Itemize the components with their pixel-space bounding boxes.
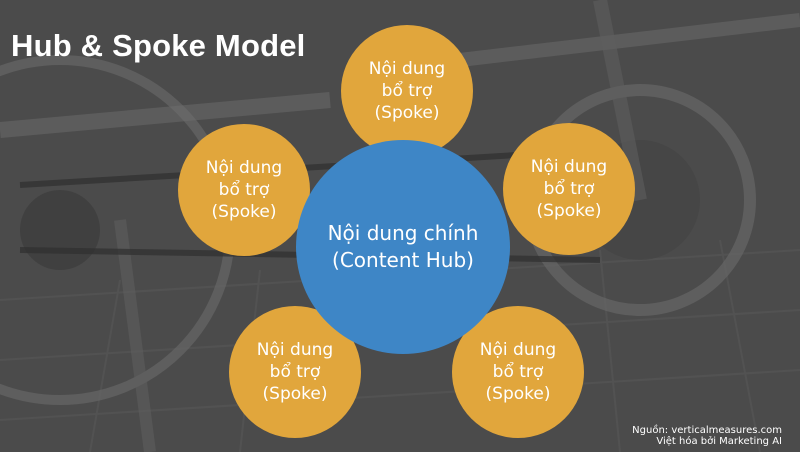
spoke-line-3: (Spoke)	[211, 202, 277, 222]
spoke-line-2: bổ trợ	[218, 180, 270, 200]
hub-node: Nội dung chính (Content Hub)	[296, 140, 510, 354]
spoke-line-2: bổ trợ	[269, 362, 321, 382]
diagram-title: Hub & Spoke Model	[11, 28, 306, 63]
hub-line-1: Nội dung chính	[327, 221, 479, 245]
spoke-line-2: bổ trợ	[381, 81, 433, 101]
spoke-line-2: bổ trợ	[492, 362, 544, 382]
spoke-node-upper-right: Nội dung bổ trợ (Spoke)	[503, 123, 635, 255]
spoke-line-3: (Spoke)	[374, 103, 440, 123]
spoke-node-top: Nội dung bổ trợ (Spoke)	[341, 25, 473, 157]
spoke-line-1: Nội dung	[368, 59, 446, 79]
spoke-line-1: Nội dung	[256, 340, 334, 360]
source-line: Nguồn: verticalmeasures.com	[632, 425, 782, 436]
localization-credit: Việt hóa bởi Marketing AI	[656, 436, 782, 447]
spoke-line-3: (Spoke)	[262, 384, 328, 404]
spoke-line-1: Nội dung	[530, 157, 608, 177]
spoke-line-1: Nội dung	[205, 158, 283, 178]
spoke-line-1: Nội dung	[479, 340, 557, 360]
spoke-node-lower-right: Nội dung bổ trợ (Spoke)	[452, 306, 584, 438]
spoke-line-3: (Spoke)	[536, 201, 602, 221]
spoke-line-2: bổ trợ	[543, 179, 595, 199]
hub-line-2: (Content Hub)	[332, 248, 474, 272]
spoke-line-3: (Spoke)	[485, 384, 551, 404]
spoke-node-upper-left: Nội dung bổ trợ (Spoke)	[178, 124, 310, 256]
source-credit: Nguồn: verticalmeasures.com Việt hóa bởi…	[632, 425, 782, 447]
